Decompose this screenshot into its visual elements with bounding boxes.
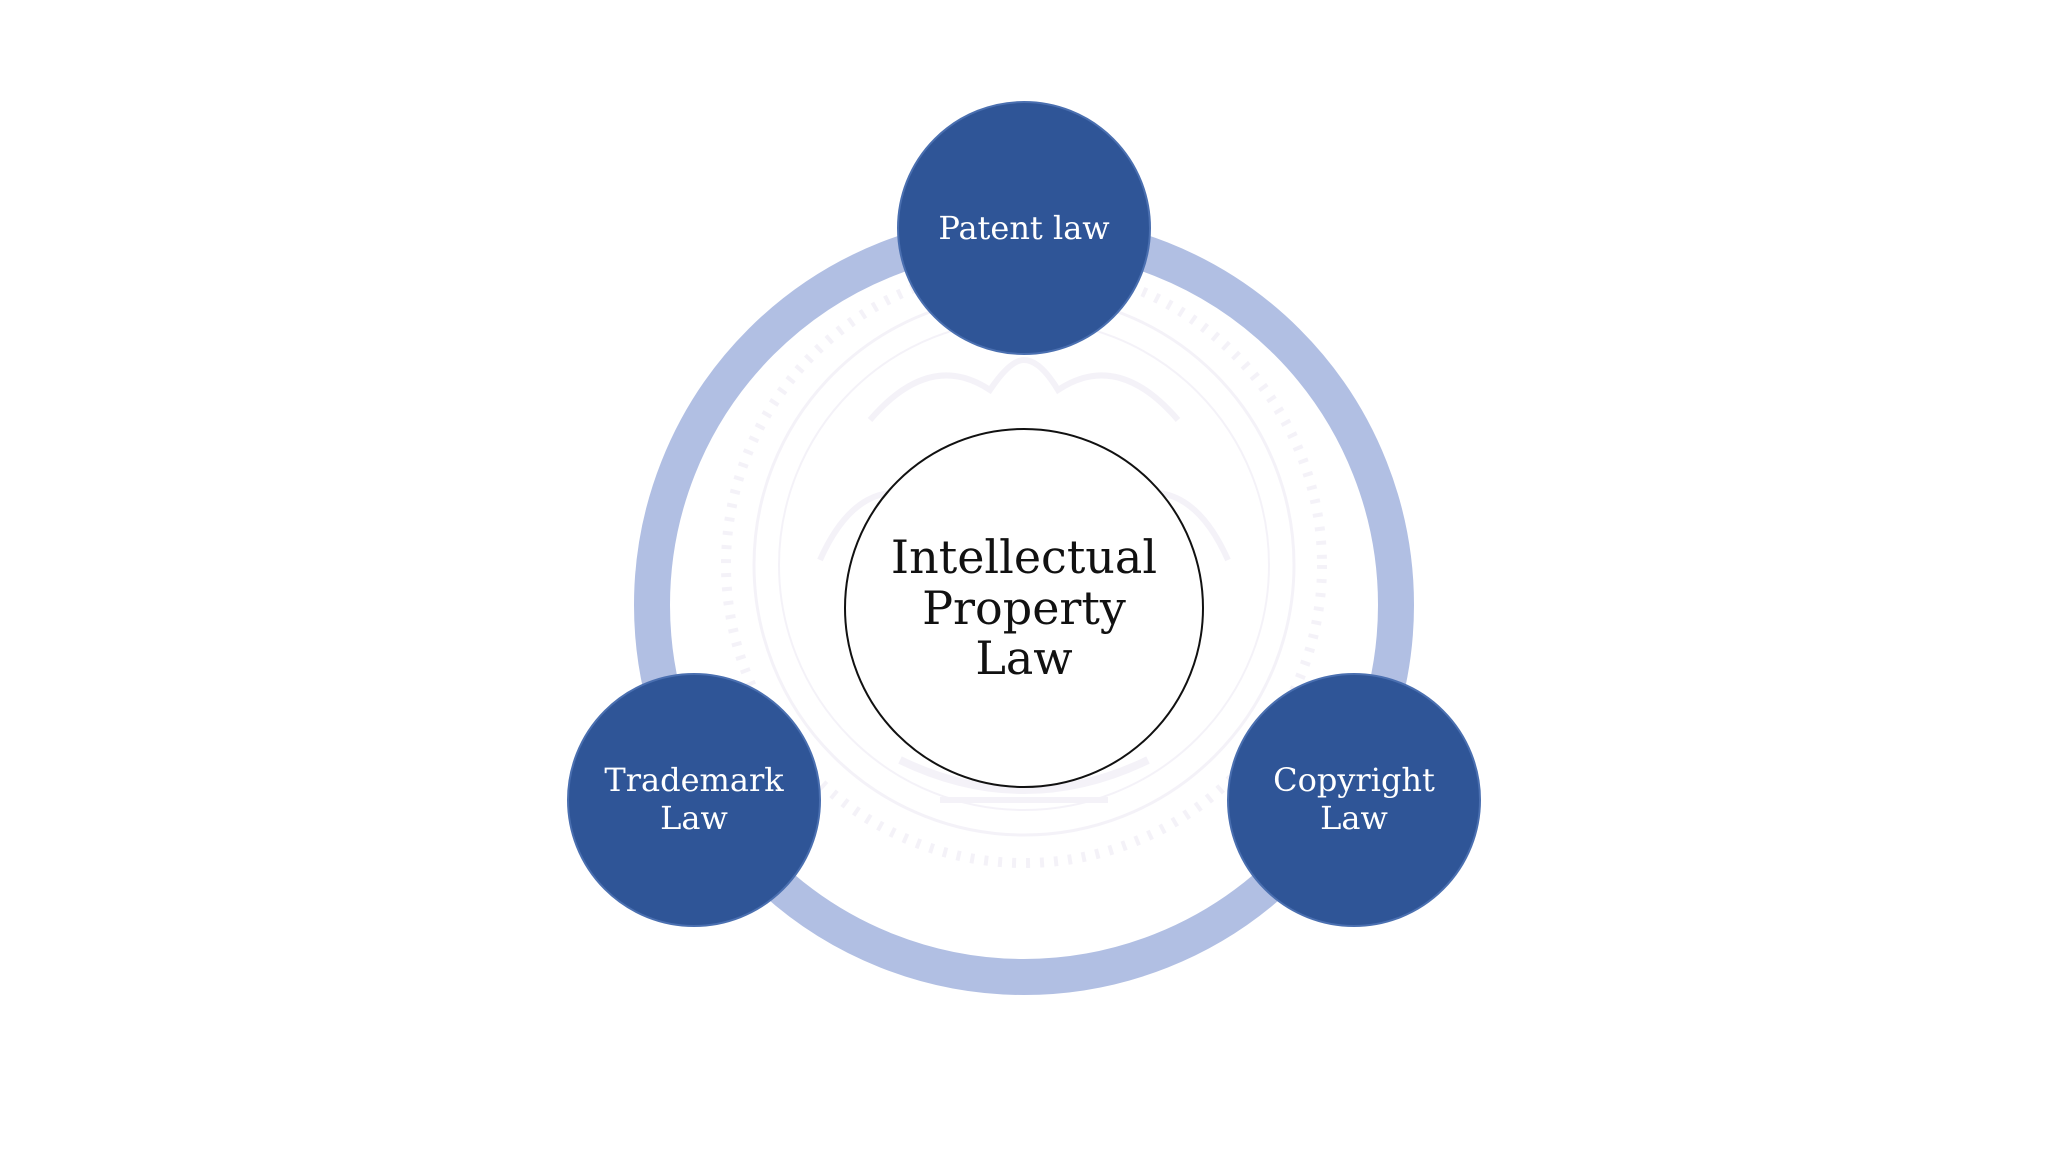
center-circle <box>844 428 1204 788</box>
node-circle-trademark-law <box>567 673 821 927</box>
node-label-copyright-law: Copyright Law <box>1273 761 1435 837</box>
center-label: Intellectual Property Law <box>890 530 1158 686</box>
node-circle-copyright-law <box>1227 673 1481 927</box>
node-label-patent-law: Patent law <box>938 209 1110 247</box>
node-circle-patent-law <box>897 101 1151 355</box>
node-label-trademark-law: Trademark Law <box>604 761 784 837</box>
